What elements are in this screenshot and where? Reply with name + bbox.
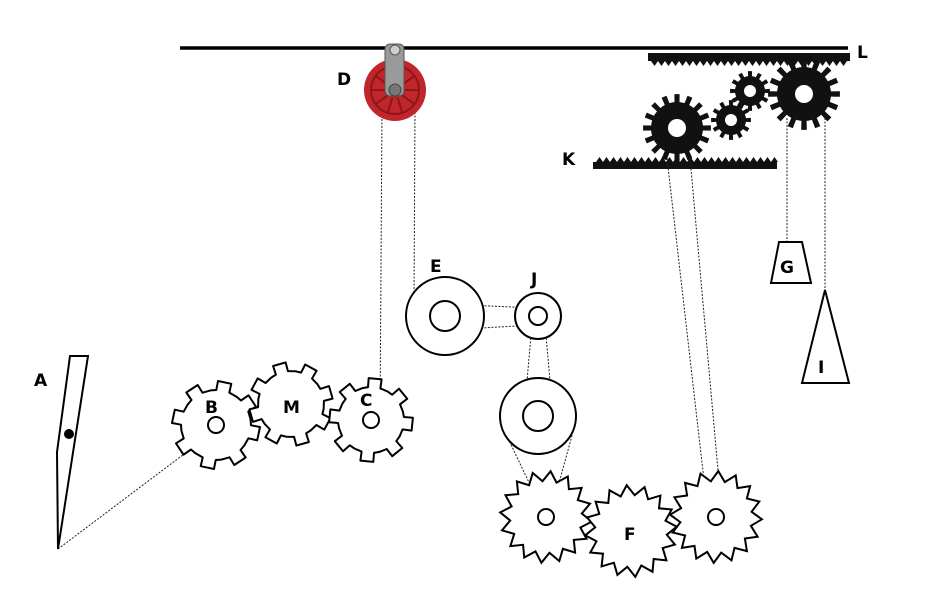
- weight-g: [769, 241, 813, 284]
- label-m: M: [283, 398, 300, 418]
- pulley-lower: [499, 377, 577, 455]
- label-b: B: [205, 398, 218, 418]
- lever-a: [55, 355, 90, 550]
- label-d: D: [337, 70, 351, 90]
- rack-k: [593, 157, 778, 169]
- ropes: [57, 111, 826, 550]
- black-gear-large-l: [768, 58, 840, 130]
- black-gear-large-k: [643, 94, 711, 162]
- belt-j-lower-right: [544, 323, 554, 416]
- star-gear-f: [583, 483, 679, 579]
- gear-b: [171, 380, 261, 470]
- belt-j-lower-left: [523, 323, 533, 416]
- label-g: G: [780, 258, 794, 278]
- black-gear-train: [643, 58, 840, 162]
- gear-c: [328, 377, 414, 463]
- star-gear-right: [668, 469, 764, 565]
- pulley-j: [514, 292, 562, 340]
- black-gear-small-1: [711, 100, 751, 140]
- label-i: I: [818, 358, 824, 378]
- gear-m: [248, 361, 334, 447]
- rope-d-to-e: [413, 111, 416, 301]
- black-gear-small-2: [730, 71, 770, 111]
- label-e: E: [430, 257, 442, 277]
- pulley-e: [405, 276, 485, 356]
- label-j: J: [530, 270, 537, 290]
- rope-d-to-c: [379, 111, 383, 421]
- star-gear-left: [498, 469, 594, 565]
- rope-k-gear-right: [689, 157, 723, 516]
- label-f: F: [624, 525, 636, 545]
- label-c: C: [360, 391, 372, 411]
- label-k: K: [562, 150, 576, 170]
- weight-i: [800, 289, 851, 384]
- label-a: A: [34, 371, 48, 391]
- cog-gears: [171, 361, 414, 470]
- pulley-d: [364, 43, 426, 121]
- label-l: L: [857, 43, 868, 63]
- rack-l: [648, 53, 850, 66]
- star-gears: [498, 469, 764, 579]
- rope-k-gear-left: [666, 157, 709, 516]
